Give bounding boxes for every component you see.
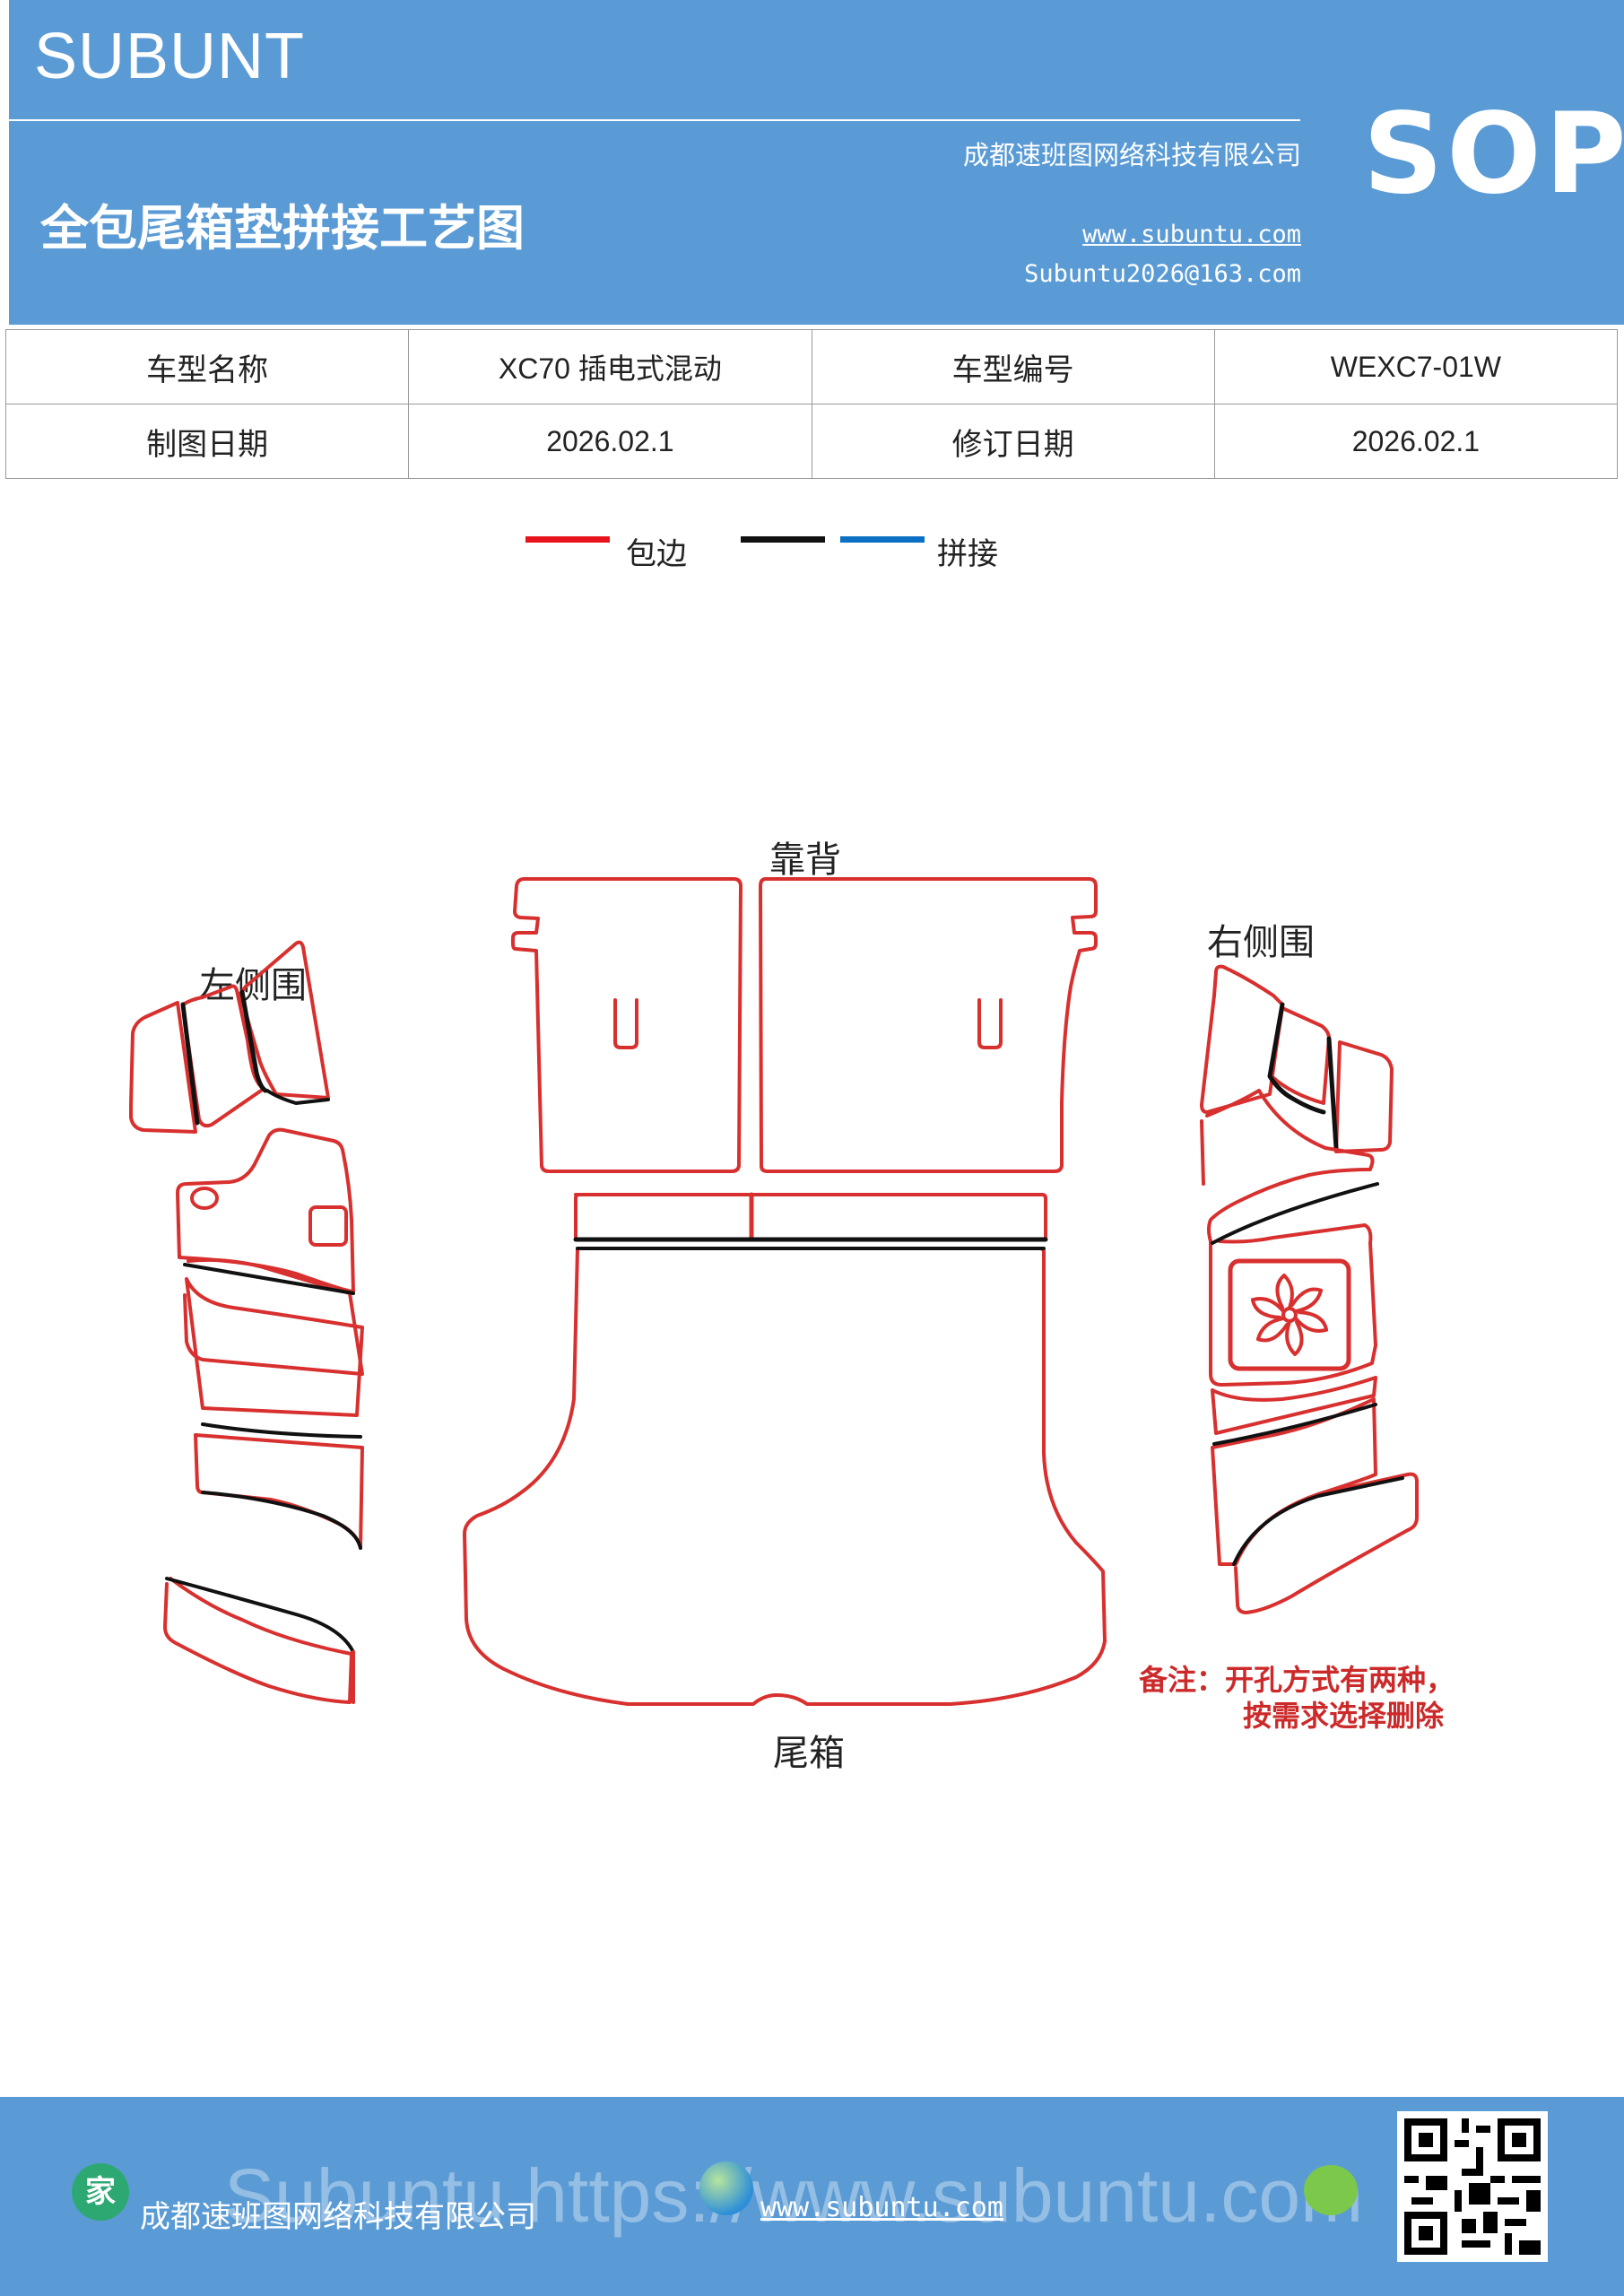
website-link[interactable]: www.subuntu.com bbox=[1082, 221, 1301, 248]
legend-swatch-black bbox=[741, 536, 825, 543]
note-text: 备注：开孔方式有两种， 按需求选择删除 bbox=[1139, 1662, 1455, 1734]
backrest-right-panel bbox=[759, 877, 1098, 1173]
label-right-side: 右侧围 bbox=[1207, 922, 1315, 963]
table-row: 车型名称 XC70 插电式混动 车型编号 WEXC7-01W bbox=[4, 329, 1619, 404]
table-row: 制图日期 2026.02.1 修订日期 2026.02.1 bbox=[4, 404, 1619, 479]
vehicle-info-table: 车型名称 XC70 插电式混动 车型编号 WEXC7-01W 制图日期 2026… bbox=[4, 329, 1619, 479]
label-trunk: 尾箱 bbox=[773, 1733, 845, 1774]
footer-company-name: 成都速班图网络科技有限公司 bbox=[140, 2199, 536, 2235]
table-cell: 修订日期 bbox=[811, 404, 1215, 479]
legend-swatch-seam bbox=[840, 536, 925, 543]
trunk-floor bbox=[463, 1247, 1107, 1706]
table-cell: 2026.02.1 bbox=[1213, 404, 1619, 479]
globe-icon bbox=[699, 2161, 753, 2215]
pinwheel-cutout bbox=[1250, 1274, 1329, 1356]
legend-swatch-edge bbox=[525, 536, 610, 543]
footer-banner: Subuntu https://www.subuntu.com 家 成都速班图网… bbox=[0, 2097, 1624, 2296]
email-text: Subuntu2026@163.com bbox=[1024, 260, 1301, 288]
trunk-mat-diagram bbox=[129, 877, 1419, 1706]
table-cell: 车型名称 bbox=[4, 329, 410, 404]
qr-code-icon bbox=[1397, 2111, 1548, 2262]
table-cell: 车型编号 bbox=[811, 329, 1215, 404]
table-cell: 制图日期 bbox=[4, 404, 410, 479]
backrest-left-slot bbox=[613, 998, 638, 1049]
header-divider bbox=[9, 119, 1300, 121]
left-side-panel bbox=[129, 940, 364, 1704]
label-backrest: 靠背 bbox=[769, 839, 841, 881]
footer-watermark: Subuntu https://www.subuntu.com bbox=[224, 2153, 1364, 2238]
company-name: 成都速班图网络科技有限公司 bbox=[962, 140, 1301, 170]
backrest-left-panel bbox=[511, 877, 743, 1173]
table-cell: 2026.02.1 bbox=[408, 404, 812, 479]
table-cell: XC70 插电式混动 bbox=[408, 329, 812, 404]
note-line-2: 按需求选择删除 bbox=[1243, 1699, 1445, 1733]
footer-website-link[interactable]: www.subuntu.com bbox=[760, 2192, 1003, 2223]
right-side-panel bbox=[1200, 964, 1419, 1614]
header-banner: SUBUNT 全包尾箱垫拼接工艺图 成都速班图网络科技有限公司 www.subu… bbox=[9, 0, 1624, 325]
wechat-icon bbox=[1304, 2165, 1358, 2215]
sop-badge: SOP bbox=[1363, 90, 1624, 219]
page-title: 全包尾箱垫拼接工艺图 bbox=[40, 200, 525, 257]
legend-label-edge: 包边 bbox=[626, 536, 687, 572]
company-icon: 家 bbox=[72, 2163, 129, 2221]
trunk-strip bbox=[574, 1193, 1047, 1241]
note-line-1: 备注：开孔方式有两种， bbox=[1139, 1663, 1455, 1697]
table-cell: WEXC7-01W bbox=[1213, 329, 1619, 404]
backrest-right-slot bbox=[977, 998, 1003, 1049]
legend-label-seam: 拼接 bbox=[937, 536, 998, 572]
label-left-side: 左侧围 bbox=[199, 965, 307, 1006]
brand-logo-text: SUBUNT bbox=[34, 21, 306, 92]
legend: 包边 拼接 bbox=[0, 529, 1624, 574]
